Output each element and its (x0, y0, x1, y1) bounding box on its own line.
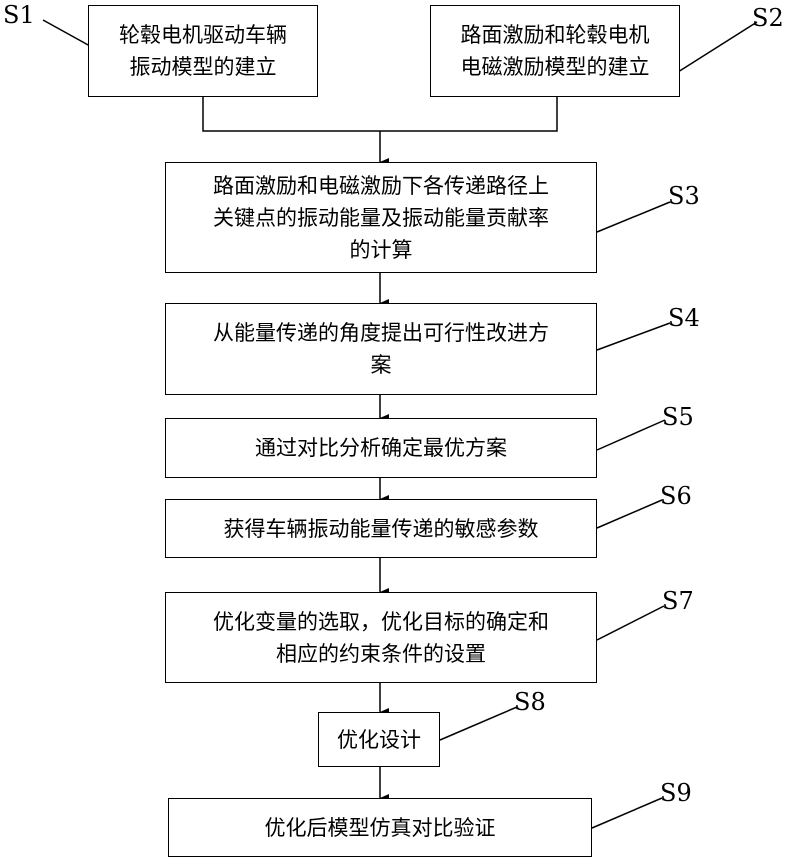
step-box-s5: 通过对比分析确定最优方案 (165, 418, 597, 478)
s5-line-1: 通过对比分析确定最优方案 (255, 432, 507, 464)
step-label-s7: S7 (662, 589, 694, 613)
step-label-s9: S9 (660, 781, 692, 805)
step-label-s8: S8 (514, 690, 546, 714)
step-label-s4: S4 (668, 306, 700, 330)
s4-line-1: 从能量传递的角度提出可行性改进方 (213, 317, 549, 349)
step-label-s1: S1 (3, 3, 35, 27)
s2-line-2: 电磁激励模型的建立 (461, 51, 650, 83)
leader-s5 (597, 420, 665, 450)
step-box-s6: 获得车辆振动能量传递的敏感参数 (165, 499, 597, 558)
leader-s9 (592, 798, 662, 828)
step-label-s3: S3 (668, 184, 700, 208)
leader-s6 (597, 500, 662, 528)
step-box-s1: 轮毂电机驱动车辆振动模型的建立 (88, 5, 318, 97)
step-box-s8: 优化设计 (318, 712, 440, 767)
leader-s7 (597, 606, 664, 640)
leader-s8 (440, 707, 517, 740)
step-label-s5: S5 (662, 405, 694, 429)
s3-line-3: 的计算 (213, 234, 549, 266)
leader-s4 (597, 323, 670, 350)
s1-line-2: 振动模型的建立 (119, 51, 287, 83)
step-box-s9: 优化后模型仿真对比验证 (168, 798, 592, 857)
s2-line-1: 路面激励和轮毂电机 (461, 19, 650, 51)
s1-line-1: 轮毂电机驱动车辆 (119, 19, 287, 51)
s9-line-1: 优化后模型仿真对比验证 (265, 812, 496, 844)
s6-line-1: 获得车辆振动能量传递的敏感参数 (224, 513, 539, 545)
s7-line-2: 相应的约束条件的设置 (213, 638, 549, 670)
step-label-s6: S6 (660, 484, 692, 508)
step-box-s2: 路面激励和轮毂电机电磁激励模型的建立 (430, 5, 680, 97)
s7-line-1: 优化变量的选取，优化目标的确定和 (213, 606, 549, 638)
merge-line (203, 97, 557, 131)
step-box-s7: 优化变量的选取，优化目标的确定和相应的约束条件的设置 (165, 592, 597, 683)
s3-line-2: 关键点的振动能量及振动能量贡献率 (213, 202, 549, 234)
leader-s1 (43, 20, 90, 46)
s3-line-1: 路面激励和电磁激励下各传递路径上 (213, 170, 549, 202)
s8-line-1: 优化设计 (337, 724, 421, 756)
leader-s3 (597, 202, 670, 232)
step-box-s4: 从能量传递的角度提出可行性改进方案 (165, 303, 597, 395)
step-label-s2: S2 (752, 6, 784, 30)
s4-line-2: 案 (213, 349, 549, 381)
leader-s2 (678, 22, 757, 72)
step-box-s3: 路面激励和电磁激励下各传递路径上关键点的振动能量及振动能量贡献率的计算 (165, 162, 597, 273)
